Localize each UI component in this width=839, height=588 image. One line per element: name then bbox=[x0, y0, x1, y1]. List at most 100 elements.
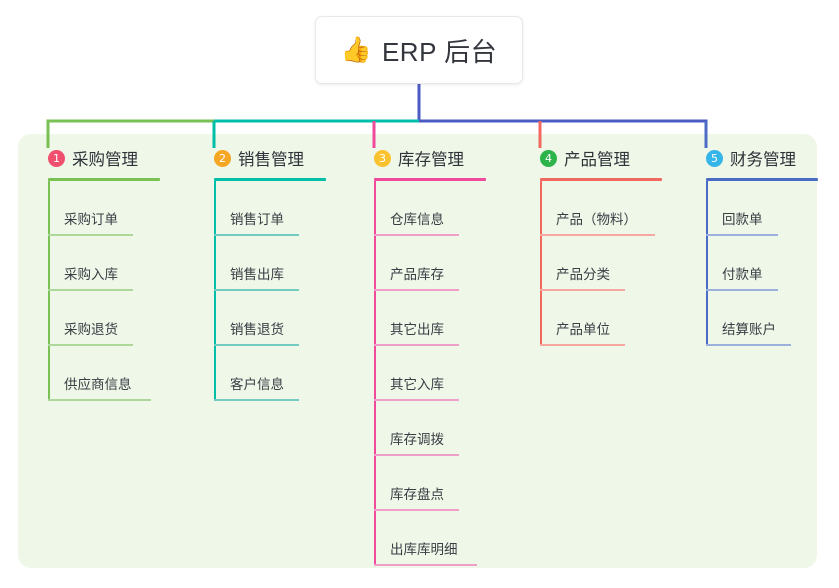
column-title-2: 销售管理 bbox=[238, 151, 304, 169]
list-item[interactable]: 库存盘点 bbox=[362, 456, 512, 511]
list-item-label: 仓库信息 bbox=[390, 212, 444, 227]
list-item-label: 库存盘点 bbox=[390, 487, 444, 502]
column-badge-4: 4 bbox=[540, 149, 557, 167]
list-item-label: 销售退货 bbox=[230, 322, 284, 337]
list-item[interactable]: 采购订单 bbox=[36, 181, 186, 236]
list-item-label: 其它出库 bbox=[390, 322, 444, 337]
list-item[interactable]: 销售出库 bbox=[202, 236, 352, 291]
branch-column-4: 4 产品管理产品（物料） 产品分类产品单位 bbox=[528, 146, 688, 346]
list-item-rule bbox=[374, 344, 459, 346]
list-item[interactable]: 供应商信息 bbox=[36, 346, 186, 401]
list-item[interactable]: 产品分类 bbox=[528, 236, 688, 291]
list-item-rule bbox=[374, 234, 459, 236]
list-item-rule bbox=[540, 289, 625, 291]
column-spine-5 bbox=[706, 181, 708, 346]
list-item-rule bbox=[48, 289, 133, 291]
list-item[interactable]: 付款单 bbox=[694, 236, 839, 291]
column-rule-2 bbox=[214, 178, 326, 181]
list-item-rule bbox=[706, 289, 778, 291]
list-item-label: 销售出库 bbox=[230, 267, 284, 282]
branches-panel bbox=[18, 134, 817, 568]
column-badge-3: 3 bbox=[374, 149, 391, 167]
list-item-label: 付款单 bbox=[722, 267, 763, 282]
list-item[interactable]: 回款单 bbox=[694, 181, 839, 236]
list-item-rule bbox=[48, 234, 133, 236]
list-item[interactable]: 采购入库 bbox=[36, 236, 186, 291]
list-item[interactable]: 出库库明细 bbox=[362, 511, 512, 566]
list-item[interactable]: 客户信息 bbox=[202, 346, 352, 401]
root-title: ERP 后台 bbox=[381, 36, 498, 67]
list-item[interactable]: 其它出库 bbox=[362, 291, 512, 346]
list-item[interactable]: 产品（物料） bbox=[528, 181, 688, 236]
list-item[interactable]: 仓库信息 bbox=[362, 181, 512, 236]
list-item[interactable]: 采购退货 bbox=[36, 291, 186, 346]
column-header-2[interactable]: 2 销售管理 bbox=[202, 146, 352, 170]
list-item-label: 其它入库 bbox=[390, 377, 444, 392]
thumbs-up-icon: 👍 bbox=[340, 35, 372, 64]
column-header-4[interactable]: 4 产品管理 bbox=[528, 146, 688, 170]
list-item-rule bbox=[706, 344, 791, 346]
column-rule-3 bbox=[374, 178, 486, 181]
column-badge-5: 5 bbox=[706, 149, 723, 167]
list-item-rule bbox=[374, 509, 459, 511]
column-items-4: 产品（物料） 产品分类产品单位 bbox=[528, 181, 688, 346]
column-spine-4 bbox=[540, 181, 542, 346]
list-item-label: 产品（物料） bbox=[556, 212, 637, 227]
list-item-label: 产品单位 bbox=[556, 322, 610, 337]
list-item-rule bbox=[214, 399, 299, 401]
list-item-rule bbox=[540, 234, 655, 236]
column-rule-5 bbox=[706, 178, 818, 181]
column-header-5[interactable]: 5 财务管理 bbox=[694, 146, 839, 170]
list-item-rule bbox=[214, 289, 299, 291]
list-item-label: 库存调拨 bbox=[390, 432, 444, 447]
root-node[interactable]: 👍 ERP 后台 bbox=[315, 16, 523, 84]
column-header-3[interactable]: 3 库存管理 bbox=[362, 146, 512, 170]
column-items-3: 仓库信息产品库存其它出库其它入库库存调拨库存盘点出库库明细 bbox=[362, 181, 512, 566]
list-item-rule bbox=[48, 399, 151, 401]
column-title-3: 库存管理 bbox=[398, 151, 464, 169]
list-item[interactable]: 产品库存 bbox=[362, 236, 512, 291]
list-item-rule bbox=[374, 399, 459, 401]
list-item-label: 结算账户 bbox=[722, 322, 776, 337]
column-title-5: 财务管理 bbox=[730, 151, 796, 169]
column-items-2: 销售订单销售出库销售退货客户信息 bbox=[202, 181, 352, 401]
column-spine-1 bbox=[48, 181, 50, 401]
list-item-label: 出库库明细 bbox=[390, 542, 458, 557]
column-rule-4 bbox=[540, 178, 662, 181]
column-rule-1 bbox=[48, 178, 160, 181]
list-item-label: 采购退货 bbox=[64, 322, 118, 337]
branch-column-1: 1 采购管理采购订单采购入库采购退货供应商信息 bbox=[36, 146, 186, 401]
list-item[interactable]: 库存调拨 bbox=[362, 401, 512, 456]
list-item[interactable]: 其它入库 bbox=[362, 346, 512, 401]
list-item-label: 采购入库 bbox=[64, 267, 118, 282]
list-item-label: 客户信息 bbox=[230, 377, 284, 392]
branch-column-3: 3 库存管理仓库信息产品库存其它出库其它入库库存调拨库存盘点出库库明细 bbox=[362, 146, 512, 566]
column-title-4: 产品管理 bbox=[564, 151, 630, 169]
list-item[interactable]: 销售退货 bbox=[202, 291, 352, 346]
column-items-5: 回款单付款单结算账户 bbox=[694, 181, 839, 346]
column-spine-2 bbox=[214, 181, 216, 401]
list-item-rule bbox=[48, 344, 133, 346]
column-spine-3 bbox=[374, 181, 376, 566]
column-items-1: 采购订单采购入库采购退货供应商信息 bbox=[36, 181, 186, 401]
list-item-rule bbox=[706, 234, 778, 236]
column-badge-2: 2 bbox=[214, 149, 231, 167]
list-item-rule bbox=[374, 454, 459, 456]
list-item-rule bbox=[214, 344, 299, 346]
list-item-label: 销售订单 bbox=[230, 212, 284, 227]
branch-column-5: 5 财务管理回款单付款单结算账户 bbox=[694, 146, 839, 346]
column-header-1[interactable]: 1 采购管理 bbox=[36, 146, 186, 170]
column-badge-1: 1 bbox=[48, 149, 65, 167]
list-item[interactable]: 产品单位 bbox=[528, 291, 688, 346]
list-item[interactable]: 结算账户 bbox=[694, 291, 839, 346]
list-item[interactable]: 销售订单 bbox=[202, 181, 352, 236]
list-item-label: 产品分类 bbox=[556, 267, 610, 282]
column-title-1: 采购管理 bbox=[72, 151, 138, 169]
list-item-rule bbox=[374, 289, 459, 291]
list-item-rule bbox=[374, 564, 477, 566]
list-item-label: 供应商信息 bbox=[64, 377, 132, 392]
list-item-rule bbox=[214, 234, 299, 236]
list-item-label: 回款单 bbox=[722, 212, 763, 227]
